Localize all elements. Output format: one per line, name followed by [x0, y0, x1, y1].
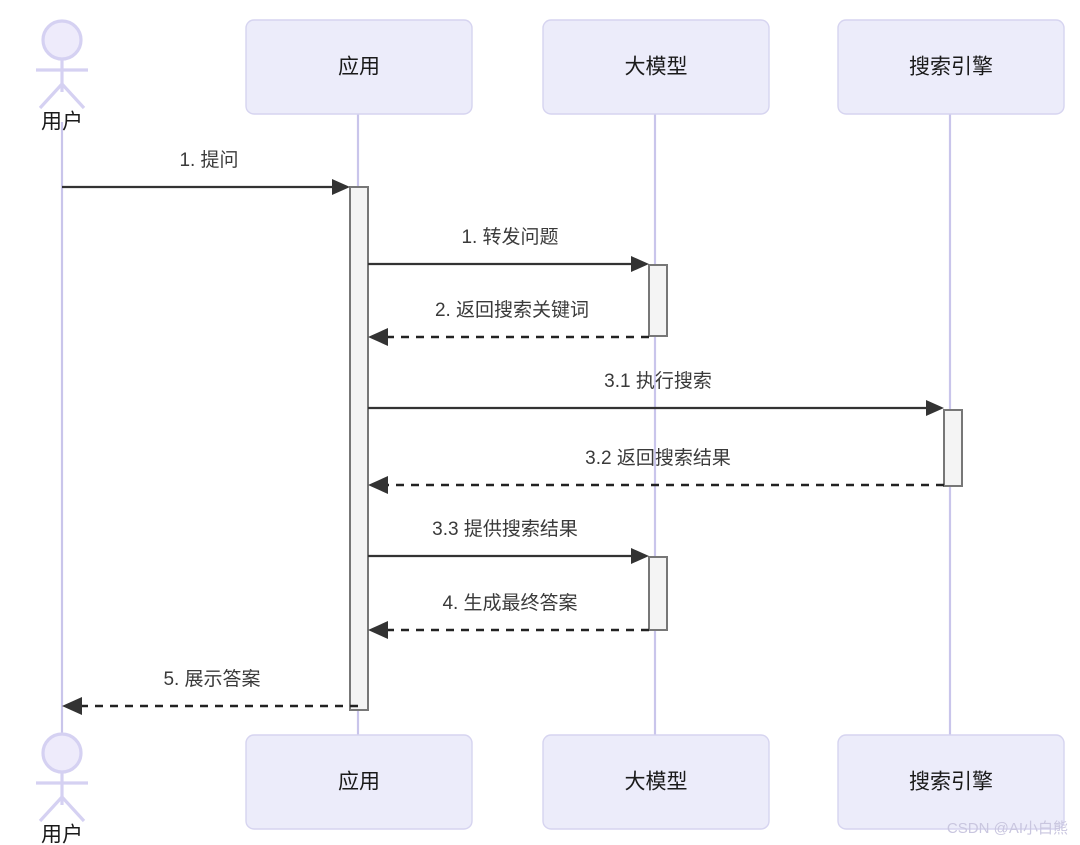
- message-label-8: 5. 展示答案: [163, 668, 260, 690]
- message-arrowhead-5: [368, 476, 388, 494]
- message-label-5: 3.2 返回搜索结果: [585, 447, 731, 469]
- participant-box-app-top[interactable]: [245, 19, 473, 115]
- participant-label-app-top: 应用: [338, 56, 380, 79]
- message-arrowhead-1: [332, 179, 350, 195]
- message-arrowhead-8: [62, 697, 82, 715]
- actor-leg-right-icon: [60, 82, 86, 110]
- message-1-proposal: 1. 提问: [62, 149, 350, 195]
- participant-box-llm-top[interactable]: [542, 19, 770, 115]
- actor-leg-left-icon-bottom: [38, 795, 64, 823]
- lifelines-layer: [60, 113, 952, 735]
- message-label-1: 1. 提问: [179, 149, 238, 171]
- message-label-4: 3.1 执行搜索: [604, 370, 712, 392]
- message-label-7: 4. 生成最终答案: [442, 592, 577, 614]
- activation-bar-app: [349, 186, 369, 711]
- message-arrowhead-4: [926, 400, 944, 416]
- participant-footer-app[interactable]: 应用: [245, 734, 473, 830]
- message-5-return-search-results: 3.2 返回搜索结果: [368, 447, 944, 494]
- activations-layer: [349, 186, 963, 711]
- message-8-show-answer: 5. 展示答案: [62, 668, 358, 715]
- message-arrowhead-7: [368, 621, 388, 639]
- participant-header-app[interactable]: 应用: [245, 19, 473, 115]
- participant-label-user-bottom: 用户: [41, 824, 83, 845]
- activation-bar-llm-1: [648, 264, 668, 337]
- participant-footer-search[interactable]: 搜索引擎: [837, 734, 1065, 830]
- participant-label-app-bottom: 应用: [338, 771, 380, 794]
- participant-footer-llm[interactable]: 大模型: [542, 734, 770, 830]
- watermark-label: CSDN @AI小白熊: [947, 820, 1068, 837]
- participant-label-user-top: 用户: [41, 111, 83, 134]
- message-arrowhead-2: [631, 256, 649, 272]
- message-label-2: 1. 转发问题: [461, 226, 558, 248]
- actor-leg-left-icon: [38, 82, 64, 110]
- participant-footer-user[interactable]: 用户: [36, 732, 88, 845]
- participant-box-search-bottom[interactable]: [837, 734, 1065, 830]
- participant-label-search-top: 搜索引擎: [909, 56, 993, 79]
- participant-header-search[interactable]: 搜索引擎: [837, 19, 1065, 115]
- message-label-3: 2. 返回搜索关键词: [435, 299, 589, 321]
- message-7-generate-final-answer: 4. 生成最终答案: [368, 592, 649, 639]
- message-arrowhead-3: [368, 328, 388, 346]
- participant-label-llm-bottom: 大模型: [625, 771, 688, 794]
- participant-box-llm-bottom[interactable]: [542, 734, 770, 830]
- actor-head-icon: [41, 19, 83, 61]
- participant-header-llm[interactable]: 大模型: [542, 19, 770, 115]
- participant-box-app-bottom[interactable]: [245, 734, 473, 830]
- message-6-provide-search-results: 3.3 提供搜索结果: [368, 518, 649, 564]
- message-label-6: 3.3 提供搜索结果: [432, 518, 578, 540]
- participant-label-llm-top: 大模型: [625, 56, 688, 79]
- activation-bar-search: [943, 409, 963, 487]
- message-3-return-keywords: 2. 返回搜索关键词: [368, 299, 649, 346]
- actor-head-icon-bottom: [41, 732, 83, 774]
- participant-header-user[interactable]: 用户: [36, 19, 88, 134]
- participant-box-search-top[interactable]: [837, 19, 1065, 115]
- participant-label-search-bottom: 搜索引擎: [909, 771, 993, 794]
- message-arrowhead-6: [631, 548, 649, 564]
- activation-bar-llm-2: [648, 556, 668, 631]
- message-2-forward-question: 1. 转发问题: [368, 226, 649, 272]
- message-4-execute-search: 3.1 执行搜索: [368, 370, 944, 416]
- actor-leg-right-icon-bottom: [60, 795, 86, 823]
